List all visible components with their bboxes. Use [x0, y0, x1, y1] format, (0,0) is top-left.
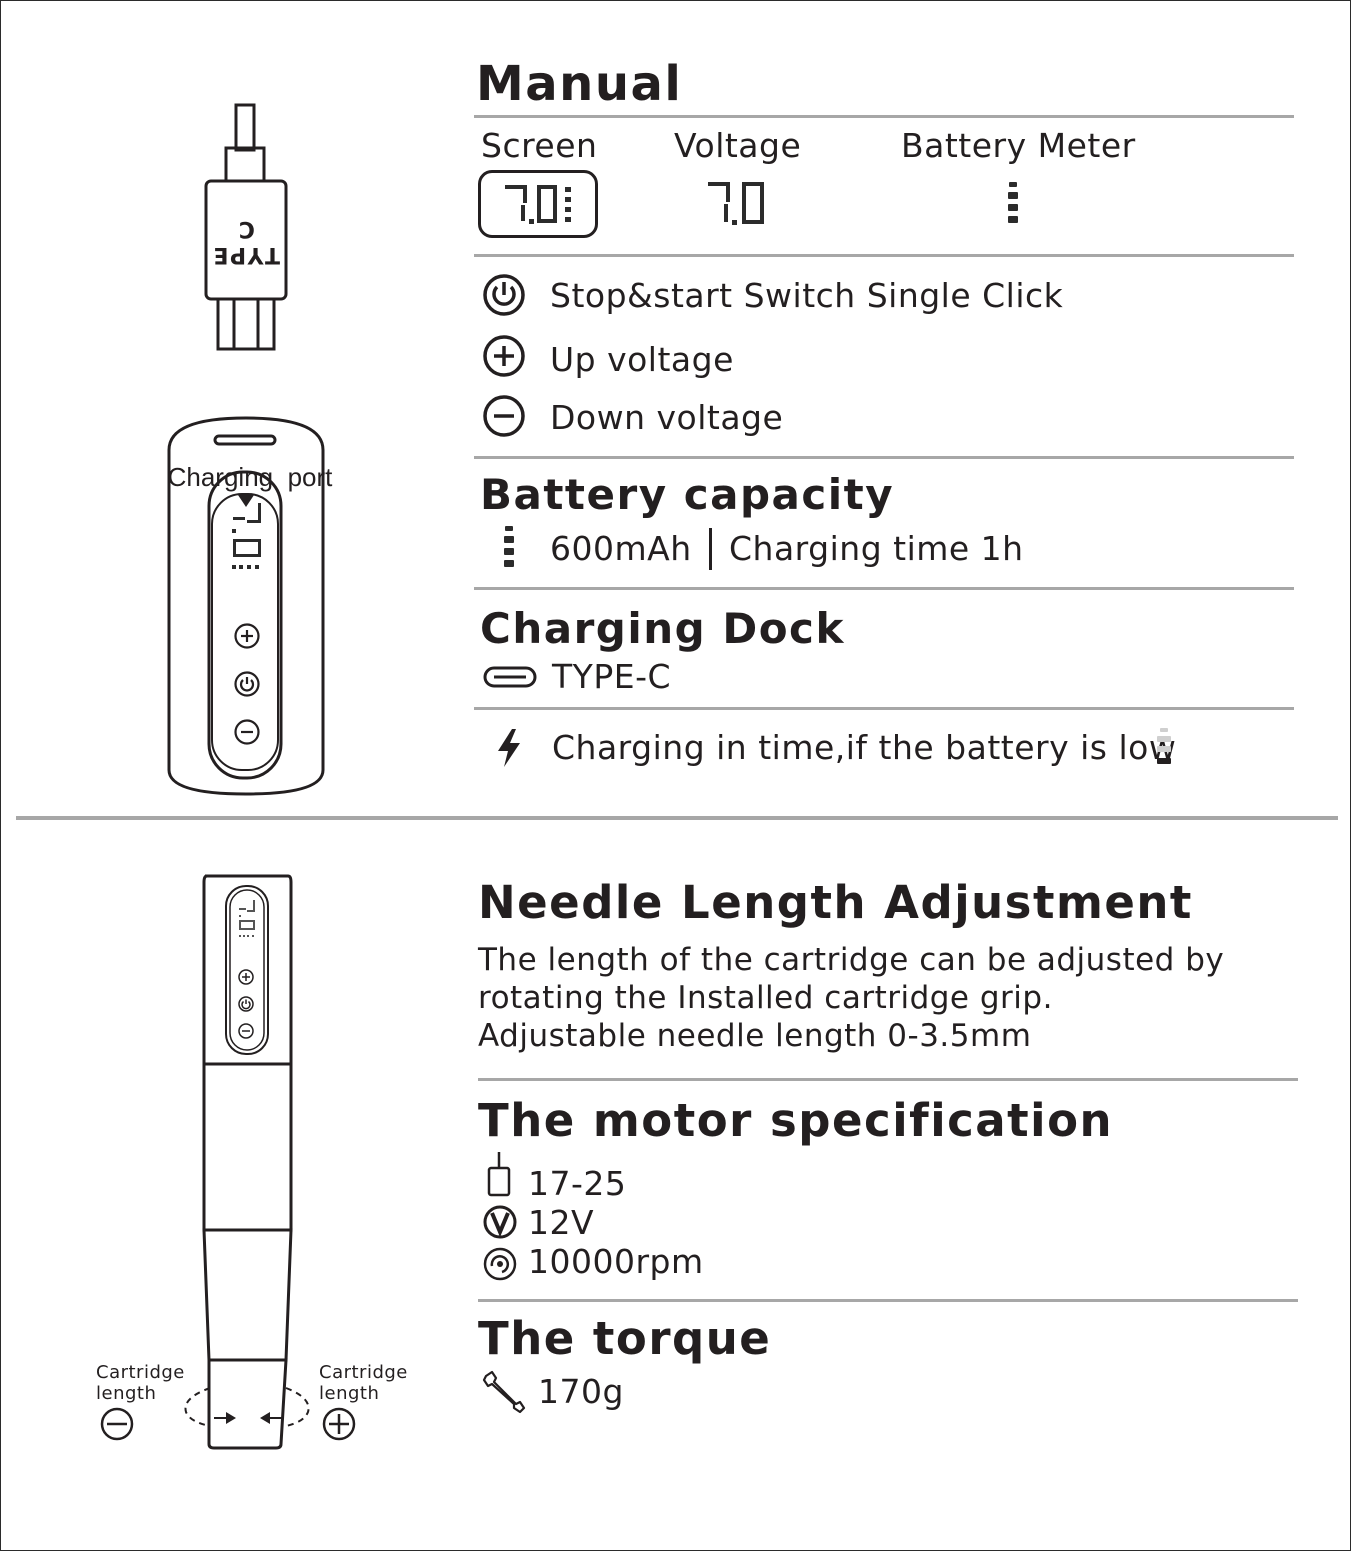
torque-title: The torque — [478, 1312, 772, 1365]
separator-bar — [709, 528, 712, 570]
down-arrow-icon — [238, 495, 254, 507]
speed-icon — [483, 1247, 517, 1281]
lightning-icon — [498, 729, 520, 767]
tattoo-pen-icon — [100, 874, 356, 1450]
needle-description-line: Adjustable needle length 0-3.5mm — [478, 1018, 1032, 1054]
battery-full-icon — [504, 526, 514, 567]
pen-minus-button-icon — [238, 1023, 254, 1039]
divider — [474, 587, 1294, 590]
cartridge-length-minus-label: Cartridge — [96, 1362, 185, 1383]
stroke-icon — [487, 1152, 511, 1197]
stroke-value: 17-25 — [528, 1164, 627, 1203]
pen-plus-button-icon — [238, 969, 254, 985]
device-display — [232, 503, 261, 569]
voltage-column-label: Voltage — [674, 126, 802, 165]
charging-port-label: Charging port — [167, 462, 333, 492]
needle-description-line: The length of the cartridge can be adjus… — [478, 942, 1225, 978]
screen-display-digits — [505, 185, 571, 224]
motor-spec-title: The motor specification — [478, 1094, 1114, 1147]
voltage-icon — [483, 1205, 517, 1239]
battery-capacity-title: Battery capacity — [480, 470, 895, 519]
divider — [478, 1078, 1298, 1081]
charging-dock-title: Charging Dock — [480, 604, 845, 653]
speed-value: 10000rpm — [528, 1242, 704, 1281]
manual-title: Manual — [476, 56, 683, 112]
torque-value: 170g — [538, 1372, 624, 1411]
divider — [474, 707, 1294, 710]
divider — [474, 254, 1294, 257]
control-label: Down voltage — [550, 398, 784, 437]
device-plus-button-icon — [234, 623, 260, 649]
needle-length-title: Needle Length Adjustment — [478, 876, 1193, 929]
battery-meter-column-label: Battery Meter — [901, 126, 1136, 165]
needle-description-line: rotating the Installed cartridge grip. — [478, 980, 1053, 1016]
minus-circle-icon — [483, 395, 525, 437]
control-label: Up voltage — [550, 340, 734, 379]
wrench-icon — [482, 1370, 526, 1414]
voltage-display-digits — [708, 182, 764, 225]
charging-time-value: Charging time 1h — [729, 529, 1024, 568]
type-c-plug-icon — [204, 103, 288, 351]
pen-power-button-icon — [238, 996, 254, 1012]
cartridge-length-plus-label: Cartridge — [319, 1362, 408, 1383]
charging-diagram: TYPE C Charging port — [150, 100, 350, 800]
power-icon — [483, 274, 525, 316]
battery-capacity-value: 600mAh — [550, 529, 692, 568]
screen-column-label: Screen — [481, 126, 598, 165]
cartridge-length-plus-label: length — [319, 1383, 380, 1404]
divider — [478, 1299, 1298, 1302]
cartridge-length-minus-label: length — [96, 1383, 157, 1404]
usb-c-port-icon — [483, 666, 537, 688]
voltage-value: 12V — [528, 1203, 595, 1242]
screen-display — [478, 170, 598, 238]
pen-display — [239, 900, 255, 937]
battery-low-icon — [1157, 728, 1171, 764]
dock-type-value: TYPE-C — [552, 657, 672, 696]
device-body-icon — [167, 416, 325, 796]
plug-label: TYPE C — [211, 216, 281, 267]
divider — [474, 115, 1294, 118]
plus-circle-icon — [483, 335, 525, 377]
charging-tip: Charging in time,if the battery is low — [552, 728, 1177, 767]
section-divider — [16, 816, 1338, 820]
device-power-button-icon — [234, 671, 260, 697]
divider — [474, 456, 1294, 459]
device-minus-button-icon — [234, 719, 260, 745]
battery-meter-icon — [1008, 182, 1018, 223]
control-label: Stop&start Switch Single Click — [550, 276, 1064, 315]
